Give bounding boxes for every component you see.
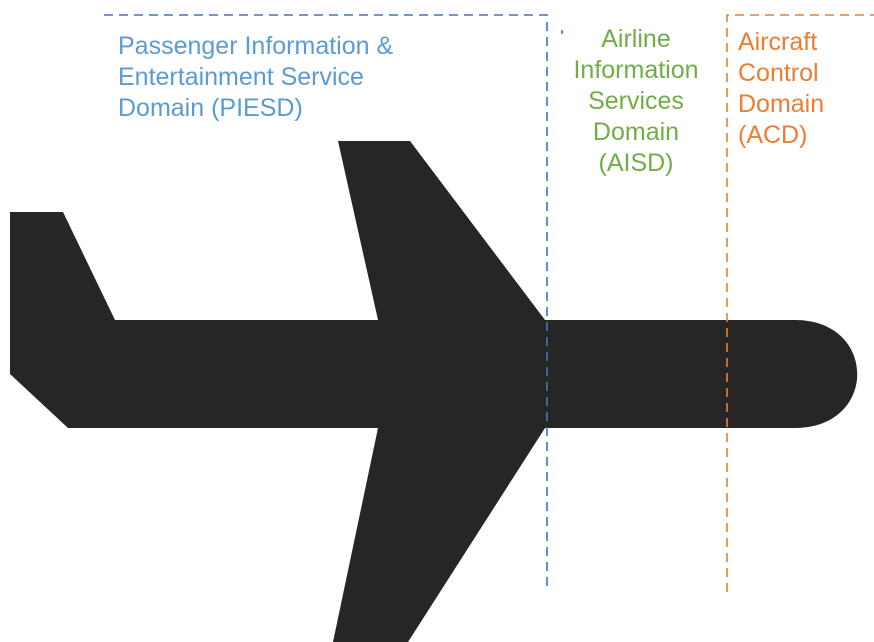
acd-boundary [726,14,874,592]
aisd-label: Airline Information Services Domain (AIS… [573,25,699,177]
piesd-boundary [104,14,548,592]
airplane-silhouette-icon [10,141,858,642]
acd-label: Aircraft Control Domain (ACD) [738,28,825,149]
piesd-label: Passenger Information & Entertainment Se… [118,32,394,122]
